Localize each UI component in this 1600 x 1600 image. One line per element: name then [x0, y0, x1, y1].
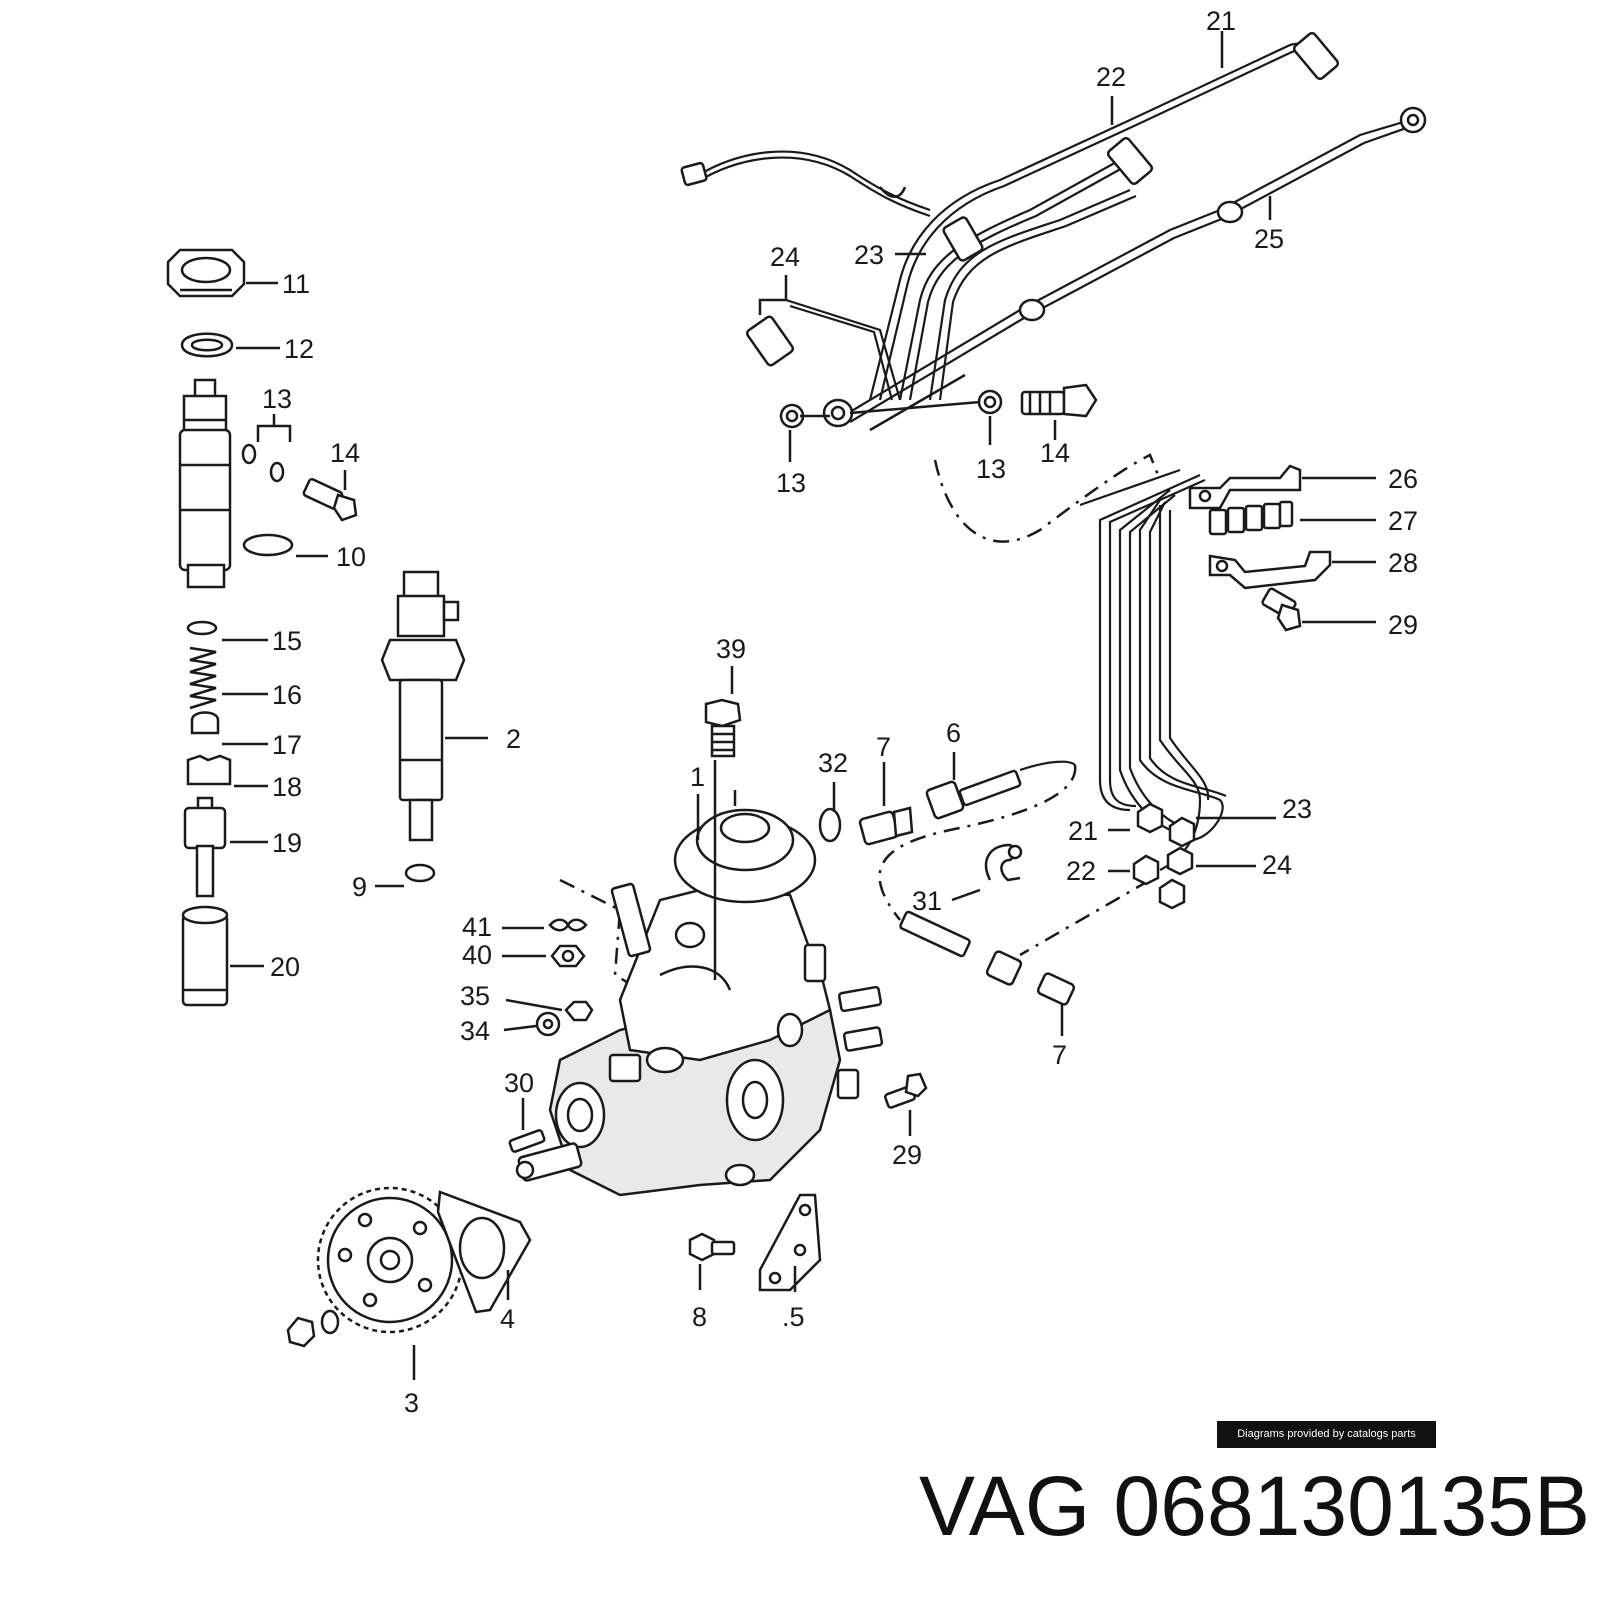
callout-24b: 24	[1262, 850, 1292, 880]
leader-lines	[222, 31, 1376, 1380]
callout-14a: 14	[330, 438, 360, 468]
callout-32: 32	[818, 748, 848, 778]
callout-29b: 29	[892, 1140, 922, 1170]
callout-23b: 23	[1282, 794, 1312, 824]
callout-22a: 22	[1096, 62, 1126, 92]
injection-pump-body	[515, 760, 884, 1197]
callout-8: 8	[692, 1302, 707, 1332]
callout-13b: 13	[776, 468, 806, 498]
callout-26: 26	[1388, 464, 1418, 494]
callout-15: 15	[272, 626, 302, 656]
callout-31: 31	[912, 886, 942, 916]
callout-40: 40	[462, 940, 492, 970]
callout-20: 20	[270, 952, 300, 982]
callout-7a: 7	[876, 732, 891, 762]
banjo-fitting-top	[779, 383, 1098, 429]
pipe-nuts-bottom	[1132, 802, 1196, 910]
callout-25: 25	[1254, 224, 1284, 254]
callout-17: 17	[272, 730, 302, 760]
callout-4: 4	[500, 1304, 515, 1334]
pipe-clamps	[1188, 464, 1332, 632]
callout-2: 2	[506, 724, 521, 754]
callout-13c: 13	[976, 454, 1006, 484]
callout-10: 10	[336, 542, 366, 572]
callout-35: 35	[460, 981, 490, 1011]
callout-21a: 21	[1206, 6, 1236, 36]
callout-28: 28	[1388, 548, 1418, 578]
callout-21b: 21	[1068, 816, 1098, 846]
small-fasteners	[508, 918, 928, 1153]
credit-banner: Diagrams provided by catalogs parts	[1217, 1421, 1436, 1448]
callout-29a: 29	[1388, 610, 1418, 640]
callout-16: 16	[272, 680, 302, 710]
return-pipe-and-fittings	[818, 760, 1076, 1006]
gaskets-bracket	[436, 1190, 822, 1314]
callout-30: 30	[504, 1068, 534, 1098]
callout-9: 9	[352, 872, 367, 902]
callout-18: 18	[272, 772, 302, 802]
part-number-title: VAG 068130135B	[919, 1459, 1590, 1553]
callout-11: 11	[282, 269, 310, 299]
callout-labels: 11 12 13 14 10 15 16 17 18 19 20 2 9 13 …	[262, 6, 1418, 1418]
callout-19: 19	[272, 828, 302, 858]
callout-12: 12	[284, 334, 314, 364]
callout-27: 27	[1388, 506, 1418, 536]
callout-5: .5	[782, 1302, 805, 1332]
callout-13a: 13	[262, 384, 292, 414]
assembly-dash-lines	[559, 453, 1162, 1000]
callout-6: 6	[946, 718, 961, 748]
callout-3: 3	[404, 1388, 419, 1418]
callout-7b: 7	[1052, 1040, 1067, 1070]
callout-24a: 24	[770, 242, 800, 272]
callout-34: 34	[460, 1016, 490, 1046]
bolt-39	[704, 698, 742, 758]
callout-41: 41	[462, 912, 492, 942]
callout-14b: 14	[1040, 438, 1070, 468]
drive-gear	[286, 1186, 464, 1348]
callout-23a: 23	[854, 240, 884, 270]
callout-1: 1	[690, 762, 705, 792]
callout-39: 39	[716, 634, 746, 664]
injector-assembled	[380, 570, 466, 883]
injector-exploded-left	[166, 248, 358, 1007]
callout-22b: 22	[1066, 856, 1096, 886]
injection-pipe-set	[680, 31, 1427, 432]
